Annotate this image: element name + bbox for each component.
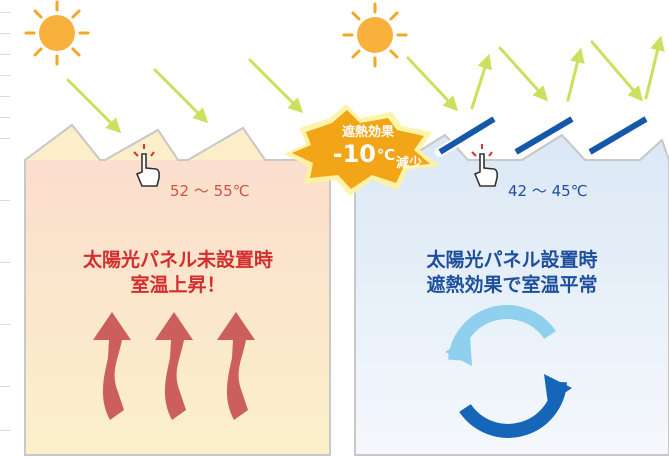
right-message-line1: 太陽光パネル設置時: [426, 249, 598, 271]
left-house: [24, 123, 331, 456]
margin-rule: [0, 138, 10, 139]
sunlight-arrows: [66, 35, 665, 134]
right-message: 太陽光パネル設置時 遮熱効果で室温平常: [358, 248, 666, 298]
rising-heat-arrow-icon: [93, 312, 255, 420]
margin-rule: [0, 54, 10, 55]
left-message: 太陽光パネル未設置時 室温上昇！: [28, 248, 328, 298]
margin-rule: [0, 324, 10, 325]
badge-value: -10: [332, 140, 376, 168]
pointing-hand-icon: [133, 144, 160, 187]
sun-icon: [24, 0, 90, 66]
badge-title: 遮熱効果: [341, 125, 394, 140]
left-message-line1: 太陽光パネル未設置時: [82, 249, 273, 271]
left-message-line2: 室温上昇！: [130, 274, 226, 296]
right-message-line2: 遮熱効果で室温平常: [426, 274, 598, 296]
heat-shield-badge: [284, 104, 440, 196]
solar-panel: [588, 116, 648, 155]
margin-rule: [0, 33, 10, 34]
badge-suffix: 減少: [396, 156, 423, 171]
margin-rule: [0, 96, 10, 97]
right-temperature: 42 〜 45℃: [508, 182, 588, 200]
solar-panels: [435, 114, 651, 157]
margin-rule: [0, 262, 10, 263]
margin-rule: [0, 12, 10, 13]
left-temperature: 52 〜 55℃: [170, 182, 250, 200]
sun-icon: [342, 2, 408, 68]
right-house: [354, 133, 669, 456]
pointing-hand-icon: [471, 144, 498, 187]
margin-rule: [0, 117, 10, 118]
margin-rule: [0, 386, 10, 387]
margin-rule: [0, 75, 10, 76]
margin-rule: [0, 200, 10, 201]
badge-unit: ℃: [377, 146, 396, 164]
cycle-arrows-icon: [445, 305, 572, 438]
margin-rule: [0, 430, 10, 431]
solar-panel: [514, 116, 574, 155]
sawtooth-roof: [24, 123, 330, 161]
solar-panel: [438, 116, 496, 155]
